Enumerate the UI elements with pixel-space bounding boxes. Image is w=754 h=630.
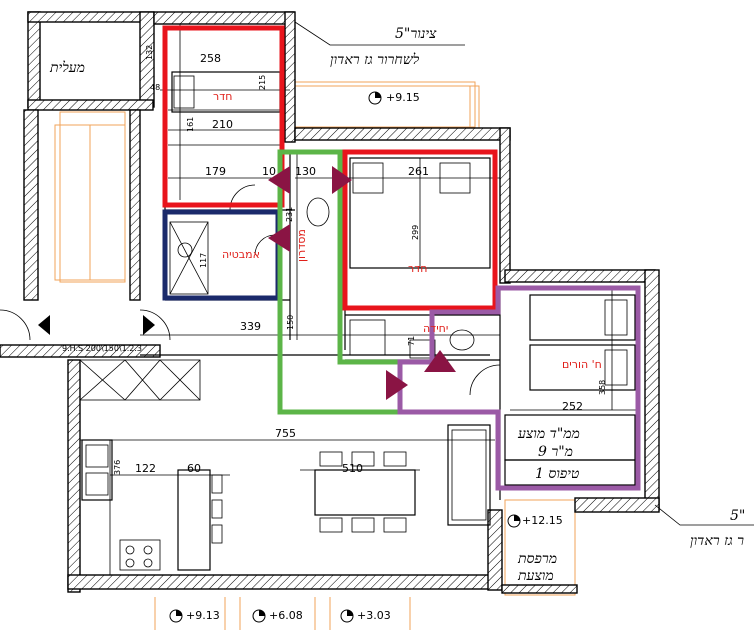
- room-label-parents: ח' הורים: [562, 358, 602, 371]
- dim-122: 122: [135, 462, 156, 475]
- zone-outlines: [162, 25, 641, 491]
- door-swings: [0, 184, 501, 396]
- balcony-label-2: מוצעת: [517, 568, 554, 584]
- stair-shaft-label: מעלית: [49, 60, 85, 76]
- mamad-type-label: טיפוס 1: [535, 466, 579, 482]
- arrow-left-3: [38, 315, 50, 335]
- pipe-label-right: 5": [730, 508, 745, 524]
- dimension-lines: [80, 89, 640, 575]
- balcony-label-1: מרפסת: [517, 551, 557, 567]
- dim-299: 299: [411, 225, 420, 240]
- mamad-label-1: ממ"ד מוצע: [517, 426, 580, 442]
- stairs: [54, 124, 126, 281]
- dim-252: 252: [562, 400, 583, 413]
- gas-label-right: ר גז ראדון: [690, 533, 744, 549]
- arrow-right-3: [143, 315, 155, 335]
- zone-red-topleft: [162, 25, 285, 208]
- room-label-topleft: חדר: [213, 90, 232, 103]
- dim-510: 510: [342, 462, 363, 475]
- level-913: +9.13: [186, 609, 220, 622]
- dim-150: 150: [286, 315, 295, 330]
- dim-258: 258: [200, 52, 221, 65]
- level-1215: +12.15: [522, 514, 563, 527]
- gas-label-top: לשחרור גז ראדון: [330, 52, 420, 68]
- dim-261: 261: [408, 165, 429, 178]
- room-label-corridor: מסדרון: [295, 229, 308, 262]
- dim-132: 132: [145, 45, 154, 60]
- arrows: [38, 166, 456, 400]
- dim-60: 60: [187, 462, 201, 475]
- exterior-walls: [0, 11, 660, 594]
- pipe-label-top: צינור"5: [395, 26, 437, 42]
- level-markers: [169, 91, 521, 623]
- dim-117: 117: [199, 253, 208, 268]
- zone-purple-parents: [397, 285, 641, 491]
- dim-358: 358: [598, 380, 607, 395]
- dim-215: 215: [258, 75, 267, 90]
- room-label-ensuite: יחידה: [423, 322, 448, 335]
- arrow-right-2: [386, 370, 408, 400]
- dim-10: 10: [262, 165, 276, 178]
- arrow-right-1: [332, 166, 352, 194]
- dining: [314, 424, 491, 533]
- text-labels: צינור"5 לשחרור גז ראדון 5" ר גז ראדון מע…: [49, 26, 745, 622]
- dim-231: 231: [285, 207, 294, 222]
- dim-755: 755: [275, 427, 296, 440]
- dim-179: 179: [205, 165, 226, 178]
- dim-161: 161: [186, 117, 195, 132]
- zone-green-corridor: [277, 149, 403, 415]
- mamad-label-2: 9 מ"ר: [538, 444, 573, 460]
- arrow-left-2: [268, 224, 290, 252]
- level-303: +3.03: [357, 609, 391, 622]
- bath-fixtures: [169, 197, 475, 359]
- zone-red-center: [342, 149, 498, 311]
- dim-71: 71: [407, 336, 416, 346]
- arrow-left-1: [268, 166, 290, 194]
- dim-339: 339: [240, 320, 261, 333]
- level-915: +9.15: [386, 91, 420, 104]
- room-label-bath: אמבטיה: [222, 248, 260, 261]
- level-608: +6.08: [269, 609, 303, 622]
- dim-210: 210: [212, 118, 233, 131]
- dim-48: 48: [150, 83, 160, 92]
- room-label-center: חדר: [408, 262, 427, 275]
- dim-376: 376: [113, 460, 122, 475]
- leaders: [294, 21, 754, 526]
- arrow-up-1: [424, 350, 456, 372]
- furniture-beds: [171, 71, 636, 391]
- dim-130: 130: [295, 165, 316, 178]
- mamad-furniture: [504, 414, 636, 486]
- window-code: 9.H.S 200\150\1.2.3: [62, 344, 142, 353]
